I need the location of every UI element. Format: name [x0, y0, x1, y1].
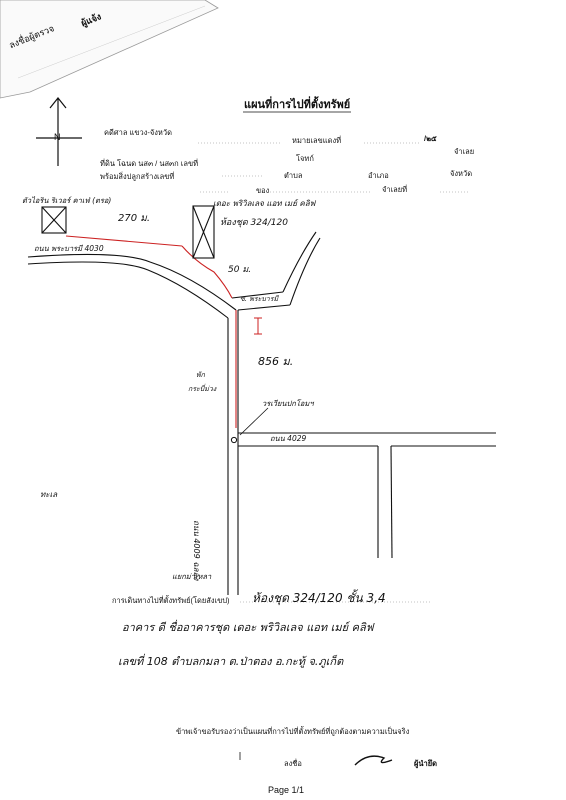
header-plaintiff: โจทก์ — [296, 154, 314, 163]
label-school: วรเวียนปกโอมฯ — [262, 399, 314, 408]
route-line-3: เลขที่ 108 ตำบลกมลา ต.ป่าตอง อ.กะทู้ จ.ภ… — [118, 655, 344, 668]
signer-role: ผู้นำยึด — [414, 759, 437, 768]
header-court: คดีศาล แขวง-จังหวัด — [104, 128, 172, 137]
label-road-top: ถนน พระบารมี 4030 — [34, 244, 104, 253]
label-condo-name: เดอะ พริวิลเลจ แอท เมย์ คลิฟ — [213, 199, 316, 208]
label-distance-270: 270 ม. — [118, 213, 151, 224]
label-left-building: ตัวไอริน ริเวอร์ คาเฟ่ (ตรอ) — [22, 196, 112, 205]
label-left-note-2: กระบี่ม่วง — [188, 385, 217, 393]
compass-label: N — [54, 132, 61, 142]
label-left-note-1: พัก — [196, 371, 205, 379]
overlapping-sheet — [0, 0, 219, 99]
route-text: ห้องชุด 324/120 ชั้น 3,4 — [252, 591, 386, 605]
certify-text: ข้าพเจ้าขอรับรองว่าเป็นแผนที่การไปที่ตั้… — [176, 727, 410, 736]
label-distance-50: 50 ม. — [228, 265, 252, 275]
header-case-no: หมายเลขแดงที่ — [292, 136, 342, 145]
sign-label: ลงชื่อ — [284, 759, 302, 768]
header-building-no: พร้อมสิ่งปลูกสร้างเลขที่ — [100, 172, 175, 181]
header-defendant-no: จำเลยที่ — [382, 185, 408, 194]
header-land: ที่ดิน โฉนด นส๓ / นส๓ก เลขที่ — [100, 159, 199, 168]
label-distance-856: 856 ม. — [258, 355, 294, 368]
page-number: Page 1/1 — [268, 785, 305, 795]
label-road-right: ถนน 4029 — [270, 434, 307, 443]
header-subdistrict: ตำบล — [284, 171, 303, 180]
label-condo-unit: ห้องชุด 324/120 — [220, 218, 288, 228]
north-arrow-icon — [36, 97, 82, 166]
label-soi: ซ. พระบารมี — [240, 295, 279, 303]
header-province: จังหวัด — [450, 169, 473, 178]
label-bottom-junction: แยกม่าเหลา — [172, 572, 212, 581]
route-markers — [254, 317, 262, 335]
header-district: อำเภอ — [368, 171, 389, 180]
building-boxes — [41, 205, 215, 259]
header-case-year: /๒๕ — [424, 134, 437, 143]
label-left-side: ทะเล — [40, 490, 58, 499]
signature-mark — [354, 755, 393, 766]
road-lines — [27, 231, 496, 595]
header-owner: ของ — [256, 186, 270, 195]
route-label: การเดินทางไปที่ตั้งทรัพย์(โดยสังเขป) — [112, 596, 230, 605]
page-title: แผนที่การไปที่ตั้งทรัพย์ — [244, 99, 351, 111]
junction-marker — [230, 436, 238, 444]
route-line-2: อาคาร ดี ชื่ออาคารชุด เดอะ พริวิลเลจ แอท… — [122, 621, 374, 634]
route-path — [65, 235, 237, 428]
header-defendant: จำเลย — [454, 147, 475, 156]
